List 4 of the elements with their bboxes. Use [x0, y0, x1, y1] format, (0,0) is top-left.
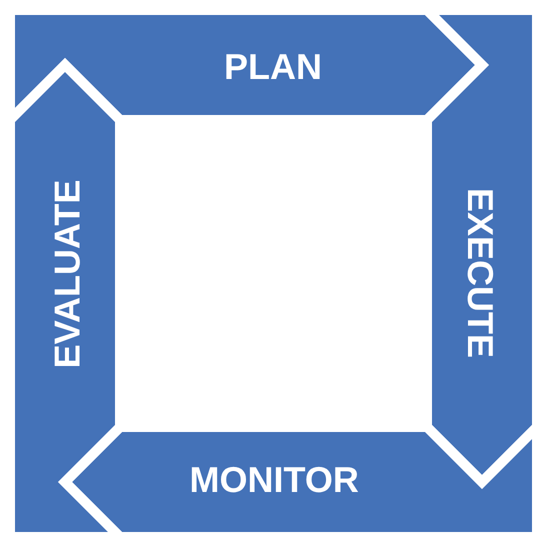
step-label: EVALUATE: [48, 180, 85, 368]
step-label: MONITOR: [190, 462, 359, 498]
step-label: EXECUTE: [462, 188, 498, 358]
step-label: PLAN: [224, 49, 322, 85]
